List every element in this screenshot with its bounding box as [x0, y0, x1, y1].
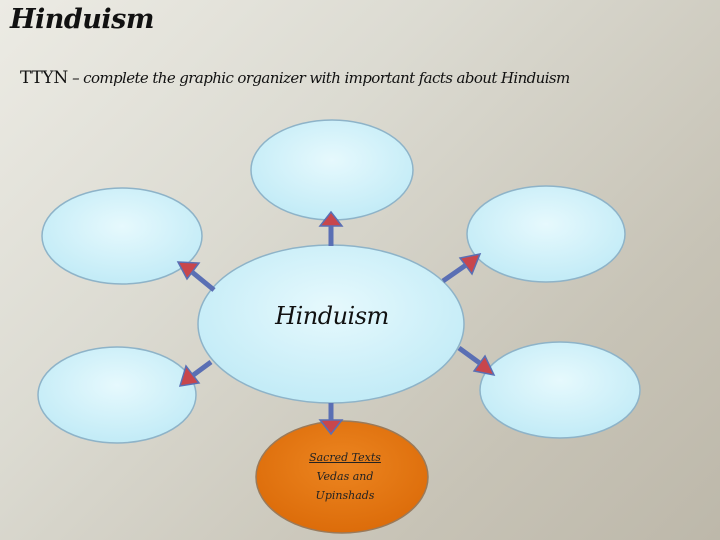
top-bubble[interactable]: [250, 119, 414, 221]
upper-right-bubble[interactable]: [466, 185, 626, 283]
arrow-upper-right: [441, 252, 482, 284]
page-title: Hinduism: [10, 4, 154, 35]
bottom-label-line-1: Sacred Texts: [309, 451, 381, 464]
arrow-up: [318, 210, 344, 246]
arrow-down: [318, 403, 344, 436]
lower-left-bubble[interactable]: [37, 346, 197, 444]
arrow-lower-right: [457, 345, 496, 377]
arrow-lower-left: [178, 359, 213, 387]
arrow-upper-left: [176, 261, 216, 292]
instruction-text: TTYN – complete the graphic organizer wi…: [20, 68, 710, 88]
center-bubble-label: Hinduism: [275, 302, 389, 330]
bottom-bubble-label: Sacred Texts Vedas and Upinshads: [290, 448, 400, 505]
bottom-label-line-2: Vedas and: [316, 470, 374, 483]
instruction-lead: TTYN: [20, 68, 68, 88]
upper-left-bubble[interactable]: [41, 187, 203, 285]
lower-right-bubble[interactable]: [479, 341, 641, 439]
instruction-body: – complete the graphic organizer with im…: [67, 69, 570, 87]
bottom-label-line-3: Upinshads: [315, 489, 375, 502]
